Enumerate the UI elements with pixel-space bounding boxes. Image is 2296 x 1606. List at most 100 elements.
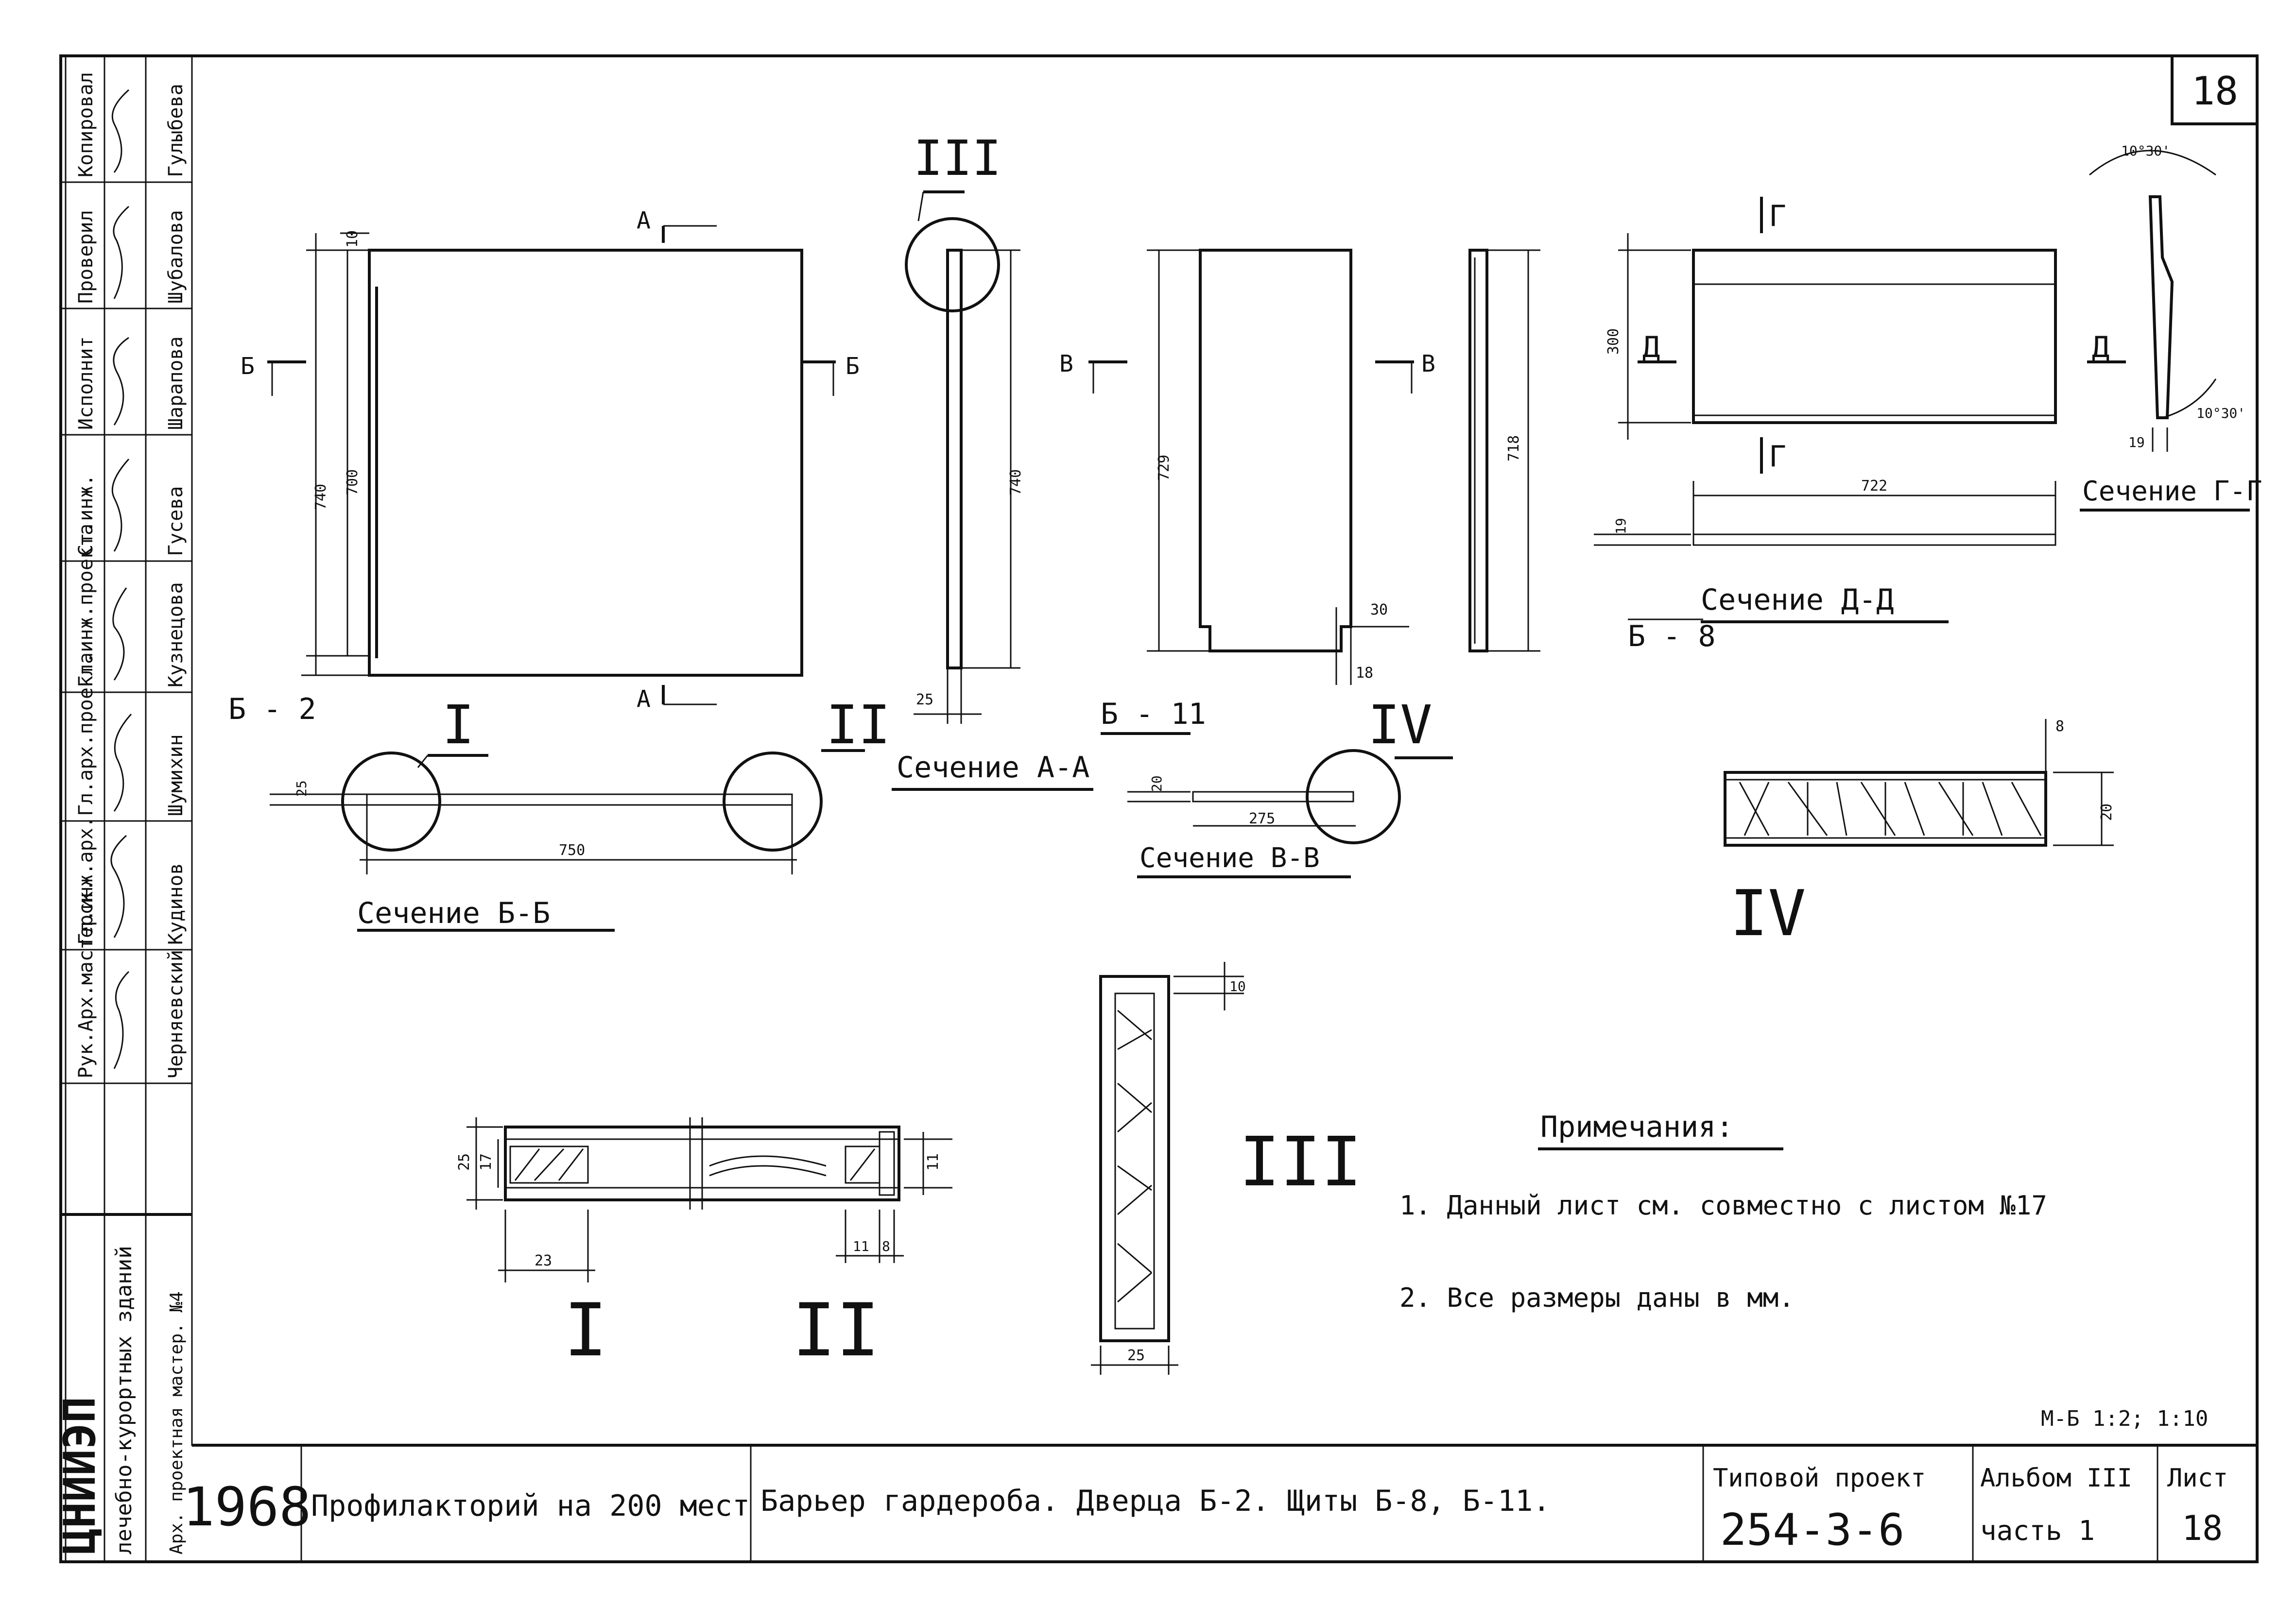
dim-iv-20: 20 [2098, 803, 2115, 821]
callout-iv-circle [1306, 749, 1401, 844]
angle-bottom: 10°30' [2196, 405, 2245, 421]
section-aa-label: Сечение А-А [897, 751, 1089, 785]
view-b2: 740 700 10 А А Б Б Б - 2 [228, 207, 860, 726]
dim-i-17: 17 [478, 1153, 495, 1171]
project-code: 254-3-6 [1720, 1504, 1904, 1555]
cut-d-left: Д [1642, 330, 1660, 364]
dim-iii-25: 25 [1127, 1347, 1145, 1364]
callout-ii-circle [723, 752, 823, 852]
detail-iv-frame [1724, 771, 2047, 847]
stamp-name-3: Шумихин [165, 734, 187, 816]
dim-bb-25: 25 [293, 780, 310, 797]
dim-dd-19: 19 [1613, 518, 1629, 534]
callout-ii-detail: II [792, 1288, 880, 1373]
label-b8: Б - 8 [1628, 619, 1716, 653]
note-2: 2. Все размеры даны в мм. [1399, 1282, 1795, 1313]
dim-vv-20: 20 [1149, 775, 1165, 792]
dim-b2-740: 740 [312, 484, 329, 510]
stamp-name-4: Кузнецова [165, 582, 187, 687]
sheet-number: 18 [2192, 68, 2238, 114]
callout-iii-top: III [914, 130, 1001, 187]
signature-5 [111, 458, 130, 552]
section-vv: IV 275 20 Сечение В-В [1127, 694, 1453, 878]
stamp-role-3: Гл.арх.проекта [75, 652, 97, 816]
callout-iv-detail: IV [1730, 876, 1806, 950]
cut-g-top: Г [1769, 199, 1786, 233]
dim-b2-700: 700 [344, 469, 361, 495]
stamp-role-7: Проверил [75, 210, 97, 304]
stamp-role-6: Исполнит [75, 336, 97, 430]
b8-panel [1692, 249, 2057, 424]
detail-iii-frame [1099, 975, 1170, 1342]
stamp-org-3: Арх. проектная мастер. №4 [167, 1291, 187, 1555]
album-label: Альбом III [1980, 1464, 2132, 1493]
detail-iii-grain [1117, 1009, 1152, 1303]
note-1: 1. Данный лист см. совместно с листом №1… [1399, 1190, 2047, 1221]
dim-i-23: 23 [535, 1252, 552, 1269]
aa-board [946, 249, 963, 669]
view-b11: 729 30 18 В В Б - 11 [1059, 249, 1435, 735]
callout-iv-top: IV [1368, 694, 1432, 756]
drawing-title: Барьер гардероба. Дверца Б-2. Щиты Б-8, … [760, 1484, 1551, 1518]
stamp-org-2: лечебно-курортных зданий [112, 1246, 137, 1555]
dim-gg-19: 19 [2128, 434, 2145, 450]
stamp-role-5: Ст.инж. [75, 474, 97, 556]
callout-ii: II [826, 694, 890, 756]
dim-b11-30: 30 [1370, 601, 1388, 618]
gg-board [2148, 195, 2174, 419]
callout-i-detail: I [564, 1288, 607, 1373]
stamp-role-4: Гл.инж.проекта [75, 524, 97, 687]
dim-thin-718: 718 [1505, 435, 1522, 461]
gg-arc-bottom [2162, 378, 2217, 419]
cut-a-bottom: А [637, 685, 651, 713]
vv-board [1192, 791, 1354, 803]
notes-heading: Примечания: [1540, 1110, 1733, 1144]
dim-iv-08: 8 [2055, 718, 2064, 735]
sheet-label: Лист [2167, 1464, 2228, 1493]
section-dd: 722 19 Сечение Д-Д Б - 8 [1594, 478, 2056, 653]
section-aa: III 740 25 Сечение А-А [892, 130, 1093, 791]
label-b2: Б - 2 [228, 692, 316, 726]
notes: Примечания: 1. Данный лист см. совместно… [1399, 1110, 2047, 1313]
detail-i-grain [514, 1148, 876, 1181]
signature-1 [113, 971, 130, 1069]
view-thin-panel: 718 [1468, 249, 1540, 652]
b2-panel [368, 249, 803, 677]
dim-aa-25: 25 [916, 691, 933, 708]
section-bb: I II 750 25 Сечение Б-Б [270, 694, 890, 932]
section-bb-label: Сечение Б-Б [357, 896, 550, 930]
dim-ii-11b: 11 [853, 1238, 869, 1254]
part-label: часть 1 [1980, 1515, 2095, 1547]
cut-g-bottom: Г [1769, 440, 1786, 474]
stamp-name-8: Гулыбева [165, 84, 187, 177]
scale-note: М-Б 1:2; 1:10 [2041, 1406, 2208, 1431]
year: 1968 [183, 1476, 311, 1538]
cut-a-top: А [637, 207, 651, 234]
signature-2 [110, 835, 127, 938]
sheet-num-bottom: 18 [2182, 1508, 2223, 1548]
signature-6 [113, 337, 129, 426]
dim-i-25: 25 [456, 1153, 473, 1171]
stamp-role-8: Копировал [75, 72, 97, 177]
dim-b2-10: 10 [344, 230, 361, 248]
section-gg-label: Сечение Г-Г [2082, 476, 2262, 507]
stamp-role-1: Рук.Арх.мастерск. [75, 880, 97, 1078]
dim-ii-8: 8 [882, 1238, 890, 1254]
signature-8 [111, 89, 129, 173]
stamp-name-1: Черняевский [165, 950, 187, 1078]
dim-ii-11: 11 [925, 1153, 942, 1171]
detail-iv-grain [1739, 782, 2042, 836]
cut-v-left: В [1059, 350, 1073, 377]
stamp-name-5: Гусева [165, 486, 187, 557]
stamp-name-7: Шубалова [165, 210, 187, 304]
gg-arc-top [2089, 150, 2216, 176]
label-b11: Б - 11 [1101, 697, 1206, 731]
dim-aa-740: 740 [1007, 469, 1024, 495]
stamp-org-1: ЦНИИЭП [54, 1397, 105, 1555]
inner-frame [191, 55, 2258, 1446]
angle-top: 10°30' [2121, 143, 2170, 159]
thin-panel [1468, 249, 1488, 652]
detail-iii-inner [1114, 992, 1155, 1330]
side-stamp: Рук.Арх.мастерск. Гл.инж.арх. Гл.арх.про… [54, 56, 192, 1562]
